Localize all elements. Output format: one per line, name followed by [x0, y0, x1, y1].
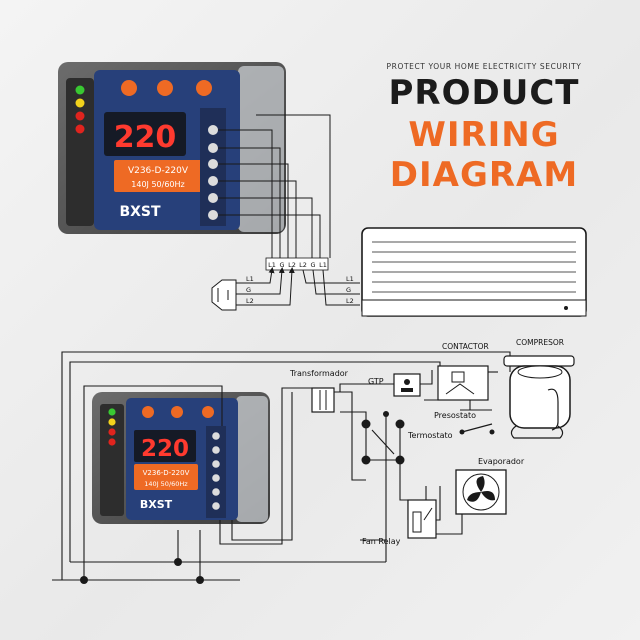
led-green-icon	[108, 408, 116, 416]
device-spec: 140J 50/60Hz	[144, 480, 188, 488]
label-transformador: Transformador	[289, 369, 349, 378]
transformer-icon	[311, 387, 335, 413]
plug-pin-label: G	[246, 286, 251, 294]
terminal-label: L2	[288, 261, 296, 269]
plug-pin-label: L1	[246, 275, 254, 283]
led-red-icon	[75, 111, 85, 121]
voltage-display	[134, 430, 196, 462]
terminal-screw-icon	[208, 193, 218, 203]
voltage-display-value: 220	[141, 436, 189, 462]
terminal-label: L2	[299, 261, 307, 269]
ac-pin-label: G	[346, 286, 351, 294]
terminal-screw-icon	[212, 432, 220, 440]
led-red-icon	[108, 428, 116, 436]
title-line-wiring: WIRING	[408, 115, 560, 155]
label-gtp: GTP	[368, 377, 384, 386]
fan-relay-icon	[407, 499, 437, 539]
terminal-screw-icon	[212, 446, 220, 454]
compressor-icon	[503, 355, 575, 439]
top-wiring	[218, 114, 331, 258]
title-line-diagram: DIAGRAM	[389, 155, 579, 195]
brand-logo: BXST	[140, 498, 173, 511]
terminal-screw-icon	[208, 159, 218, 169]
thermostat-icon	[371, 429, 395, 455]
led-red-icon	[108, 438, 116, 446]
air-conditioner-icon	[361, 227, 587, 317]
brand-logo: BXST	[119, 204, 161, 220]
terminal-screw-icon	[212, 488, 220, 496]
led-yellow-icon	[75, 98, 85, 108]
mode-button-icon	[142, 406, 154, 418]
terminal-screw-icon	[212, 474, 220, 482]
label-evaporador: Evaporador	[478, 457, 525, 466]
led-red-icon	[75, 124, 85, 134]
terminal-screw-icon	[212, 460, 220, 468]
terminal-label: G	[279, 261, 284, 269]
title-line-product: PRODUCT	[388, 73, 580, 113]
mode-button-icon	[171, 406, 183, 418]
terminal-screw-icon	[212, 502, 220, 510]
label-termostato: Termostato	[407, 431, 453, 440]
voltage-display-value: 220	[114, 120, 177, 155]
label-contactor: CONTACTOR	[442, 342, 489, 351]
ac-pin-label: L1	[346, 275, 354, 283]
terminal-label: G	[310, 261, 315, 269]
voltage-display	[104, 112, 186, 156]
evaporator-fan-icon	[455, 469, 507, 515]
terminal-label: L1	[319, 261, 327, 269]
label-presostato: Presostato	[434, 411, 476, 420]
junction-dots	[80, 411, 405, 584]
ac-pin-label: L2	[346, 297, 354, 305]
gtp-relay-icon	[393, 373, 421, 397]
plug-wiring	[211, 267, 360, 311]
terminal-label: L1	[268, 261, 276, 269]
protector-device-bottom: 220 V236-D-220V 140J 50/60Hz BXST	[92, 392, 270, 524]
terminal-screw-icon	[208, 143, 218, 153]
device-spec: 140J 50/60Hz	[131, 180, 184, 189]
led-green-icon	[75, 85, 85, 95]
label-compresor: COMPRESOR	[516, 338, 564, 347]
terminal-screw-icon	[208, 125, 218, 135]
product-tagline: PROTECT YOUR HOME ELECTRICITY SECURITY	[386, 62, 582, 71]
plug-pin-label: L2	[246, 297, 254, 305]
led-yellow-icon	[108, 418, 116, 426]
terminal-block: L1 G L2 L2 G L1	[265, 257, 329, 271]
contactor-icon	[437, 365, 489, 401]
terminal-screw-icon	[208, 210, 218, 220]
pressure-switch-icon	[459, 423, 495, 435]
label-fan-relay: Fan Relay	[362, 537, 401, 546]
device-model: V236-D-220V	[128, 166, 189, 176]
mode-button-icon	[196, 80, 212, 96]
device-model: V236-D-220V	[143, 469, 190, 477]
mode-button-icon	[121, 80, 137, 96]
mode-button-icon	[202, 406, 214, 418]
mode-button-icon	[157, 80, 173, 96]
terminal-screw-icon	[208, 176, 218, 186]
